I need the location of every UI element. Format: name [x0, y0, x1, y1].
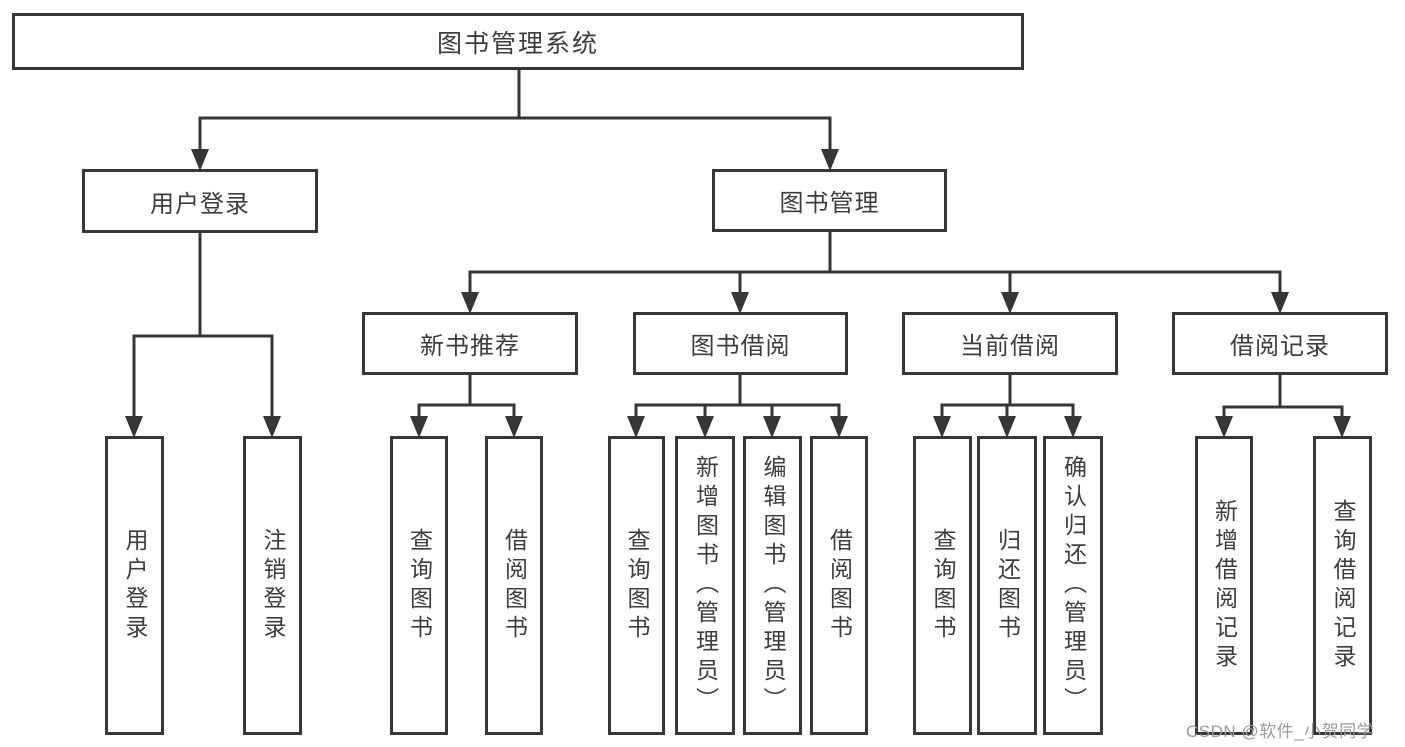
leaf-edit-book-admin: 编辑图书（管理员） — [743, 436, 802, 735]
leaf-query-books-current: 查询图书 — [913, 436, 972, 735]
leaf-return-books: 归还图书 — [977, 436, 1037, 735]
leaf-query-books-recommend: 查询图书 — [390, 436, 448, 735]
node-new-book-recommendation: 新书推荐 — [362, 312, 578, 375]
node-borrowing-records: 借阅记录 — [1172, 312, 1388, 375]
leaf-borrow-books-borrowing: 借阅图书 — [810, 436, 868, 735]
node-book-management: 图书管理 — [712, 169, 947, 232]
leaf-add-book-admin: 新增图书（管理员） — [675, 436, 735, 735]
leaf-user-login: 用户登录 — [105, 436, 164, 735]
node-library-management-system: 图书管理系统 — [12, 13, 1024, 70]
node-book-borrowing: 图书借阅 — [633, 312, 848, 375]
leaf-query-books-borrowing: 查询图书 — [608, 436, 665, 735]
leaf-query-borrow-record: 查询借阅记录 — [1313, 436, 1372, 735]
node-current-borrowing: 当前借阅 — [902, 312, 1118, 375]
leaf-confirm-return-admin: 确认归还（管理员） — [1043, 436, 1103, 735]
leaf-add-borrow-record: 新增借阅记录 — [1195, 436, 1253, 735]
leaf-borrow-books-recommend: 借阅图书 — [485, 436, 543, 735]
leaf-logout: 注销登录 — [243, 436, 302, 735]
node-user-login: 用户登录 — [82, 169, 318, 233]
watermark: CSDN @软件_小贺同学 — [1186, 722, 1375, 741]
